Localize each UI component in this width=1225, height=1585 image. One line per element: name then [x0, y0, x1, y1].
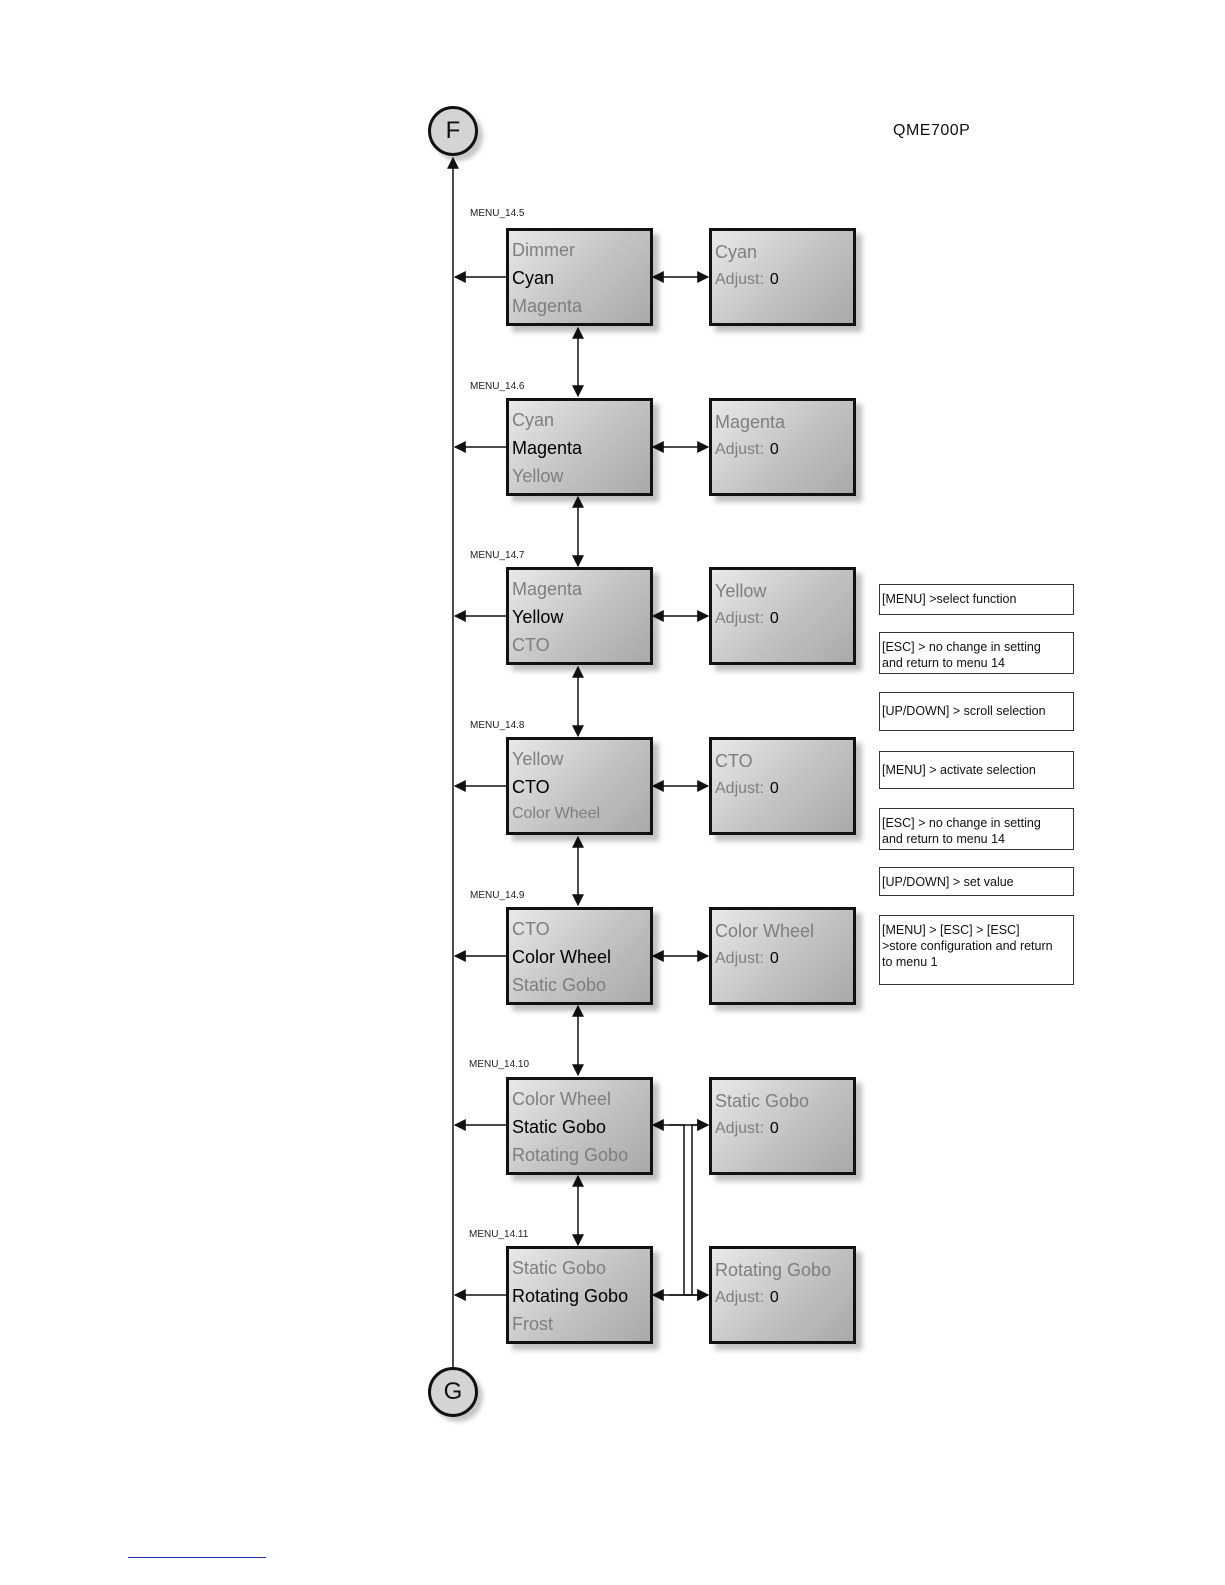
connector-top: F [428, 106, 478, 156]
note-line: to menu 1 [882, 955, 938, 969]
adjust-row: Adjust: 0 [715, 441, 779, 459]
adjust-label: Adjust: [715, 950, 764, 967]
adjust-value: 0 [769, 610, 779, 627]
menu-next-item: Static Gobo [512, 975, 607, 995]
menu-current-item: Cyan [512, 268, 555, 288]
adjust-title: Yellow [715, 581, 767, 601]
menu-current-item: Static Gobo [512, 1117, 607, 1137]
adjust-box: Color Wheel Adjust: 0 [709, 907, 856, 1005]
adjust-row: Adjust: 0 [715, 780, 779, 798]
adjust-value: 0 [769, 441, 779, 458]
adjust-box: Yellow Adjust: 0 [709, 567, 856, 665]
menu-prev-item: Cyan [512, 410, 555, 430]
menu-box: Yellow CTO Color Wheel [506, 737, 653, 835]
adjust-box: Cyan Adjust: 0 [709, 228, 856, 326]
adjust-box: CTO Adjust: 0 [709, 737, 856, 835]
adjust-label: Adjust: [715, 610, 764, 627]
adjust-title: Static Gobo [715, 1091, 810, 1111]
adjust-row: Adjust: 0 [715, 271, 779, 289]
adjust-label: Adjust: [715, 1120, 764, 1137]
menu-prev-item: Static Gobo [512, 1258, 607, 1278]
menu-id: MENU_14.10 [469, 1059, 530, 1070]
cross-link [669, 1119, 710, 1296]
menu-id: MENU_14.11 [469, 1229, 529, 1240]
menu-id: MENU_14.8 [470, 720, 525, 731]
adjust-row: Adjust: 0 [715, 610, 779, 628]
adjust-title: Magenta [715, 412, 786, 432]
legend-note: [UP/DOWN] > set value [879, 867, 1074, 896]
menu-next-item: Color Wheel [512, 805, 601, 822]
note-line: [ESC] > no change in setting [882, 640, 1041, 654]
note-line: [ESC] > no change in setting [882, 816, 1041, 830]
adjust-value: 0 [769, 271, 779, 288]
menu-current-item: CTO [512, 777, 550, 797]
adjust-box: Rotating Gobo Adjust: 0 [709, 1246, 856, 1344]
menu-next-item: CTO [512, 635, 550, 655]
menu-id: MENU_14.5 [470, 208, 525, 219]
adjust-value: 0 [769, 780, 779, 797]
menu-box: Color Wheel Static Gobo Rotating Gobo [506, 1077, 653, 1175]
connector-bottom: G [428, 1367, 478, 1417]
adjust-label: Adjust: [715, 441, 764, 458]
menu-current-item: Rotating Gobo [512, 1286, 629, 1306]
footer-link-underline [128, 1557, 266, 1558]
menu-id: MENU_14.7 [470, 550, 525, 561]
menu-prev-item: Dimmer [512, 240, 575, 260]
model-title: QME700P [893, 122, 971, 139]
connector-bottom-label: G [443, 1378, 463, 1405]
menu-box: Dimmer Cyan Magenta [506, 228, 653, 326]
menu-current-item: Magenta [512, 438, 583, 458]
menu-id: MENU_14.9 [470, 890, 525, 901]
adjust-row: Adjust: 0 [715, 1120, 779, 1138]
adjust-value: 0 [769, 1289, 779, 1306]
adjust-box: Magenta Adjust: 0 [709, 398, 856, 496]
adjust-title: Cyan [715, 242, 758, 262]
note-line: and return to menu 14 [882, 656, 1005, 670]
legend-note: [ESC] > no change in setting and return … [879, 632, 1074, 674]
adjust-value: 0 [769, 1120, 779, 1137]
adjust-label: Adjust: [715, 271, 764, 288]
adjust-row: Adjust: 0 [715, 950, 779, 968]
menu-box: Static Gobo Rotating Gobo Frost [506, 1246, 653, 1344]
menu-prev-item: CTO [512, 919, 550, 939]
legend-note: [ESC] > no change in setting and return … [879, 808, 1074, 850]
adjust-box: Static Gobo Adjust: 0 [709, 1077, 856, 1175]
note-line: and return to menu 14 [882, 832, 1005, 846]
note-line: [MENU] > activate selection [882, 763, 1036, 777]
note-line: [UP/DOWN] > scroll selection [882, 704, 1046, 718]
note-line: [MENU] > [ESC] > [ESC] [882, 923, 1020, 937]
menu-prev-item: Magenta [512, 579, 583, 599]
adjust-title: Rotating Gobo [715, 1260, 832, 1280]
adjust-title: Color Wheel [715, 921, 815, 941]
adjust-label: Adjust: [715, 780, 764, 797]
note-line: >store configuration and return [882, 939, 1053, 953]
menu-current-item: Yellow [512, 607, 564, 627]
note-line: [MENU] >select function [882, 592, 1017, 606]
menu-next-item: Magenta [512, 296, 583, 316]
menu-next-item: Yellow [512, 466, 564, 486]
adjust-row: Adjust: 0 [715, 1289, 779, 1307]
cross-link [669, 1124, 710, 1301]
menu-prev-item: Color Wheel [512, 1089, 612, 1109]
menu-box: Magenta Yellow CTO [506, 567, 653, 665]
adjust-value: 0 [769, 950, 779, 967]
menu-id: MENU_14.6 [470, 381, 525, 392]
menu-current-item: Color Wheel [512, 947, 612, 967]
menu-next-item: Frost [512, 1314, 554, 1334]
adjust-title: CTO [715, 751, 753, 771]
legend-note: [MENU] >select function [879, 584, 1074, 615]
adjust-label: Adjust: [715, 1289, 764, 1306]
menu-prev-item: Yellow [512, 749, 564, 769]
note-line: [UP/DOWN] > set value [882, 875, 1014, 889]
legend-note: [UP/DOWN] > scroll selection [879, 692, 1074, 731]
menu-box: CTO Color Wheel Static Gobo [506, 907, 653, 1005]
legend-note: [MENU] > [ESC] > [ESC] >store configurat… [879, 915, 1074, 985]
legend-note: [MENU] > activate selection [879, 751, 1074, 789]
connector-top-label: F [445, 117, 461, 144]
menu-box: Cyan Magenta Yellow [506, 398, 653, 496]
menu-next-item: Rotating Gobo [512, 1145, 629, 1165]
